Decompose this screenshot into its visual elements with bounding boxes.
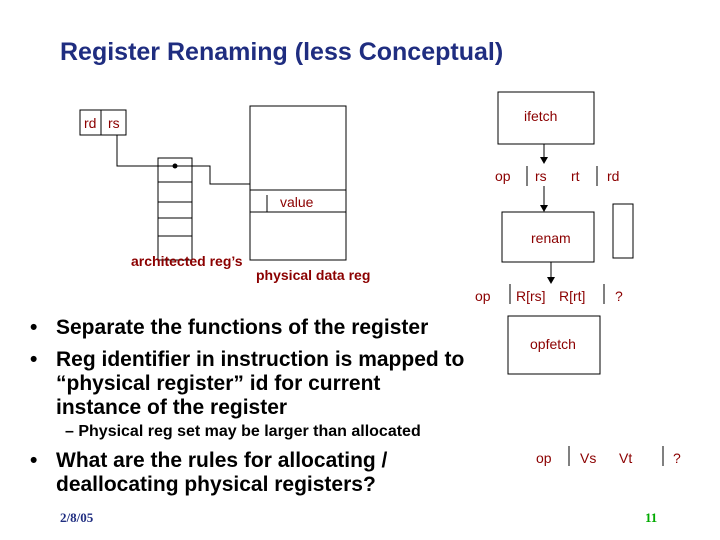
architected-register-file bbox=[157, 157, 193, 261]
bullet-separate-functions: • Separate the functions of the register bbox=[30, 316, 429, 339]
ifetch-label: ifetch bbox=[524, 108, 558, 124]
bullet-rules: • What are the rules for allocating / de… bbox=[30, 449, 388, 496]
slide-date: 2/8/05 bbox=[60, 510, 94, 525]
arrow-head-renamed bbox=[547, 277, 555, 284]
instr-field-rs: rs bbox=[535, 168, 547, 184]
operand-field-unknown: ? bbox=[673, 450, 681, 466]
connection-dot bbox=[172, 163, 178, 169]
field-rd: rd bbox=[84, 115, 97, 131]
bullet-dot: • bbox=[30, 316, 38, 339]
renam-box bbox=[501, 211, 595, 263]
field-rs: rs bbox=[108, 115, 120, 131]
side-register-box bbox=[612, 203, 634, 259]
physical-data-reg-label: physical data reg bbox=[256, 267, 371, 283]
renamed-field-unknown: ? bbox=[615, 288, 623, 304]
ifetch-box bbox=[497, 91, 595, 145]
instr-field-op: op bbox=[495, 168, 511, 184]
rd-rs-field-box bbox=[79, 109, 127, 136]
physical-register-file bbox=[249, 105, 347, 261]
renam-label: renam bbox=[531, 230, 571, 246]
renamed-field-op: op bbox=[475, 288, 491, 304]
arch-to-phys-line bbox=[175, 165, 250, 185]
rs-to-arch-reg-line bbox=[116, 135, 175, 167]
sub-bullet-physical-reg-set: – Physical reg set may be larger than al… bbox=[65, 423, 421, 440]
renamed-field-rrs: R[rs] bbox=[516, 288, 546, 304]
bullet-dot: • bbox=[30, 348, 38, 371]
operand-field-vt: Vt bbox=[619, 450, 633, 466]
instr-field-rd: rd bbox=[607, 168, 620, 184]
value-label: value bbox=[280, 194, 314, 210]
bullet-list: • Separate the functions of the register… bbox=[30, 316, 510, 420]
slide-title: Register Renaming (less Conceptual) bbox=[60, 38, 504, 66]
opfetch-box bbox=[507, 315, 601, 375]
architected-reg-label: architected reg’s bbox=[131, 253, 243, 269]
bullet-dot: • bbox=[30, 449, 38, 472]
page-number: 11 bbox=[645, 510, 658, 525]
operand-field-op: op bbox=[536, 450, 552, 466]
sub-bullet-dash: – bbox=[65, 423, 79, 440]
opfetch-label: opfetch bbox=[530, 336, 576, 352]
arrow-head-ifetch bbox=[540, 157, 548, 164]
bullet-reg-identifier: • Reg identifier in instruction is mappe… bbox=[30, 348, 465, 419]
renamed-field-rrt: R[rt] bbox=[559, 288, 586, 304]
operand-field-vs: Vs bbox=[580, 450, 597, 466]
instr-field-rt: rt bbox=[571, 168, 580, 184]
arrow-head-renam bbox=[540, 205, 548, 212]
